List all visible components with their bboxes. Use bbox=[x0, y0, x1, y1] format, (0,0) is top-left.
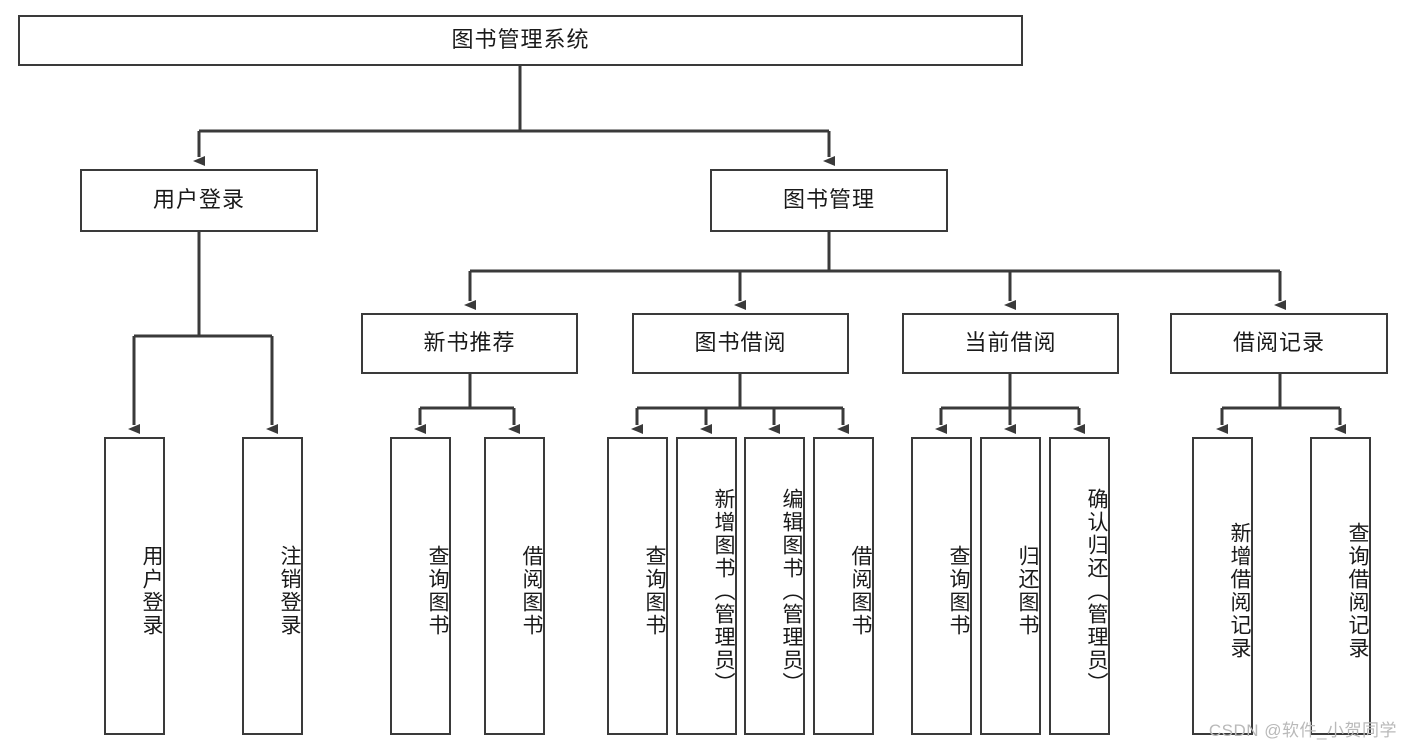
node-label: 查询图书 bbox=[426, 545, 449, 637]
node-leaf-query-borrow-record[interactable]: 查询借阅记录 bbox=[1310, 437, 1371, 735]
node-leaf-edit-book-admin[interactable]: 编辑图书（管理员） bbox=[744, 437, 805, 735]
node-current-borrow[interactable]: 当前借阅 bbox=[902, 313, 1119, 374]
node-root-library-system[interactable]: 图书管理系统 bbox=[18, 15, 1023, 66]
node-label: 查询借阅记录 bbox=[1346, 522, 1369, 660]
node-label: 图书管理 bbox=[782, 187, 875, 213]
node-label: 归还图书 bbox=[1016, 545, 1039, 637]
node-label: 借阅记录 bbox=[1232, 330, 1325, 356]
node-label: 确认归还（管理员） bbox=[1085, 487, 1108, 695]
node-leaf-borrow-book-recommend[interactable]: 借阅图书 bbox=[484, 437, 545, 735]
node-leaf-query-book-recommend[interactable]: 查询图书 bbox=[390, 437, 451, 735]
node-label: 用户登录 bbox=[152, 187, 245, 213]
node-borrow-record[interactable]: 借阅记录 bbox=[1170, 313, 1388, 374]
node-leaf-add-book-admin[interactable]: 新增图书（管理员） bbox=[676, 437, 737, 735]
node-leaf-query-book-current[interactable]: 查询图书 bbox=[911, 437, 972, 735]
node-label: 查询图书 bbox=[643, 545, 666, 637]
node-book-borrow[interactable]: 图书借阅 bbox=[632, 313, 849, 374]
node-label: 编辑图书（管理员） bbox=[780, 487, 803, 695]
node-book-management[interactable]: 图书管理 bbox=[710, 169, 948, 232]
node-leaf-logout[interactable]: 注销登录 bbox=[242, 437, 303, 735]
node-label: 注销登录 bbox=[278, 545, 301, 637]
node-label: 新增借阅记录 bbox=[1228, 522, 1251, 660]
node-label: 查询图书 bbox=[947, 545, 970, 637]
node-label: 新增图书（管理员） bbox=[712, 487, 735, 695]
node-new-book-recommend[interactable]: 新书推荐 bbox=[361, 313, 578, 374]
node-leaf-return-book[interactable]: 归还图书 bbox=[980, 437, 1041, 735]
node-label: 用户登录 bbox=[140, 545, 163, 637]
node-leaf-borrow-book[interactable]: 借阅图书 bbox=[813, 437, 874, 735]
node-leaf-user-login[interactable]: 用户登录 bbox=[104, 437, 165, 735]
node-label: 当前借阅 bbox=[964, 330, 1057, 356]
node-user-login[interactable]: 用户登录 bbox=[80, 169, 318, 232]
node-label: 图书管理系统 bbox=[451, 27, 590, 53]
csdn-watermark: CSDN @软件_小贺同学 bbox=[1208, 721, 1397, 740]
node-label: 借阅图书 bbox=[849, 545, 872, 637]
node-label: 新书推荐 bbox=[423, 330, 516, 356]
node-label: 图书借阅 bbox=[694, 330, 787, 356]
node-label: 借阅图书 bbox=[520, 545, 543, 637]
node-leaf-confirm-return-admin[interactable]: 确认归还（管理员） bbox=[1049, 437, 1110, 735]
node-leaf-add-borrow-record[interactable]: 新增借阅记录 bbox=[1192, 437, 1253, 735]
node-leaf-query-book[interactable]: 查询图书 bbox=[607, 437, 668, 735]
